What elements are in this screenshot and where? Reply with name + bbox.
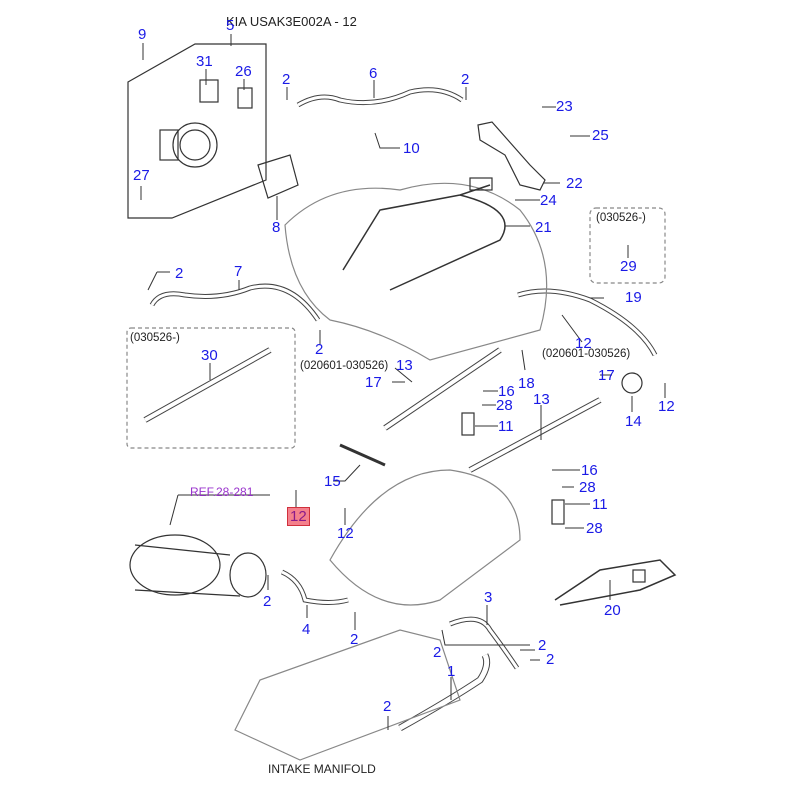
callout-9[interactable]: 9 — [138, 26, 147, 43]
callout-11-a[interactable]: 11 — [498, 418, 514, 435]
bracket-22-icon — [477, 121, 546, 191]
lower-manifold-outline — [329, 469, 521, 606]
callout-16-a[interactable]: 16 — [498, 383, 515, 400]
callout-28-b[interactable]: 28 — [579, 479, 596, 496]
callout-30[interactable]: 30 — [201, 347, 218, 364]
callout-12-a[interactable]: 12 — [575, 335, 592, 352]
callout-2-d[interactable]: 2 — [315, 341, 324, 358]
callout-2-e[interactable]: 2 — [263, 593, 272, 610]
callout-22[interactable]: 22 — [566, 175, 583, 192]
reference-link[interactable]: REF.28-281 — [190, 485, 254, 499]
note-020601-center: (020601-030526) — [300, 360, 389, 372]
callout-2-i[interactable]: 2 — [546, 651, 555, 668]
callout-19[interactable]: 19 — [625, 289, 642, 306]
callout-13-a[interactable]: 13 — [396, 357, 413, 374]
callout-12-highlighted[interactable]: 12 — [287, 507, 310, 526]
callout-2-a[interactable]: 2 — [282, 71, 291, 88]
note-030526-top-right: (030526-) — [596, 212, 646, 224]
callout-1[interactable]: 1 — [447, 663, 456, 680]
callout-13-b[interactable]: 13 — [533, 391, 550, 408]
callout-31[interactable]: 31 — [196, 53, 213, 70]
callout-11-b[interactable]: 11 — [592, 496, 608, 513]
callout-2-j[interactable]: 2 — [383, 698, 392, 715]
leader-lines — [140, 34, 666, 730]
callout-7[interactable]: 7 — [234, 263, 243, 280]
hose-7-inner — [150, 284, 320, 321]
callout-23[interactable]: 23 — [556, 98, 573, 115]
fuel-pipe-15-icon — [339, 443, 386, 467]
throttle-body-icon — [159, 79, 253, 168]
air-intake-duct-icon — [129, 534, 267, 598]
callout-4[interactable]: 4 — [302, 621, 311, 638]
callout-27[interactable]: 27 — [133, 167, 150, 184]
callout-8[interactable]: 8 — [272, 219, 281, 236]
hose-4-inner — [281, 570, 349, 604]
pressure-regulator-icon — [621, 372, 643, 394]
gasket-icon — [257, 154, 299, 199]
harness-connector-icon — [469, 177, 493, 191]
fuel-rail-13a-inner — [383, 348, 502, 430]
injector-harness-20-icon — [554, 559, 677, 606]
injector-11b-icon — [551, 499, 565, 525]
intake-manifold-label: INTAKE MANIFOLD — [268, 762, 376, 776]
callout-2-b[interactable]: 2 — [461, 71, 470, 88]
intake-manifold-outline — [284, 182, 548, 361]
hose-3-inner — [449, 617, 519, 669]
callout-15[interactable]: 15 — [324, 473, 341, 490]
callout-26[interactable]: 26 — [235, 63, 252, 80]
callout-17-b[interactable]: 17 — [598, 367, 615, 384]
callout-2-g[interactable]: 2 — [433, 644, 442, 661]
option-box-030526-left — [126, 327, 296, 449]
note-030526-left: (030526-) — [130, 332, 180, 344]
callout-28-c[interactable]: 28 — [586, 520, 603, 537]
callout-2-f[interactable]: 2 — [350, 631, 359, 648]
hose-6-inner — [297, 88, 463, 107]
callout-28-a[interactable]: 28 — [496, 397, 513, 414]
callout-3[interactable]: 3 — [484, 589, 493, 606]
callout-5[interactable]: 5 — [226, 17, 235, 34]
hose-7-icon — [149, 283, 321, 322]
option-box-030526-right — [589, 207, 666, 284]
callout-2-h[interactable]: 2 — [538, 637, 547, 654]
callout-12-c[interactable]: 12 — [337, 525, 354, 542]
callout-17-a[interactable]: 17 — [365, 374, 382, 391]
callout-18[interactable]: 18 — [518, 375, 535, 392]
callout-6[interactable]: 6 — [369, 65, 378, 82]
callout-29[interactable]: 29 — [620, 258, 637, 275]
injector-harness-connector-icon — [632, 569, 646, 583]
injector-11a-icon — [461, 412, 475, 436]
callout-16-b[interactable]: 16 — [581, 462, 598, 479]
callout-14[interactable]: 14 — [625, 413, 642, 430]
callout-25[interactable]: 25 — [592, 127, 609, 144]
fuel-rail-13b-inner — [469, 398, 601, 472]
wiring-harness-21-icon — [342, 184, 506, 291]
callout-20[interactable]: 20 — [604, 602, 621, 619]
fuel-rail-30-inner — [144, 348, 271, 422]
diagram-title: KIA USAK3E002A - 12 — [226, 14, 357, 29]
callout-10[interactable]: 10 — [403, 140, 420, 157]
callout-24[interactable]: 24 — [540, 192, 557, 209]
hose-19-inner — [517, 289, 657, 356]
plenum-outline — [234, 629, 461, 761]
callout-2-c[interactable]: 2 — [175, 265, 184, 282]
callout-12-b[interactable]: 12 — [658, 398, 675, 415]
throttle-body-group-box — [127, 43, 267, 219]
callout-21[interactable]: 21 — [535, 219, 552, 236]
note-020601-right: (020601-030526) — [542, 348, 631, 360]
